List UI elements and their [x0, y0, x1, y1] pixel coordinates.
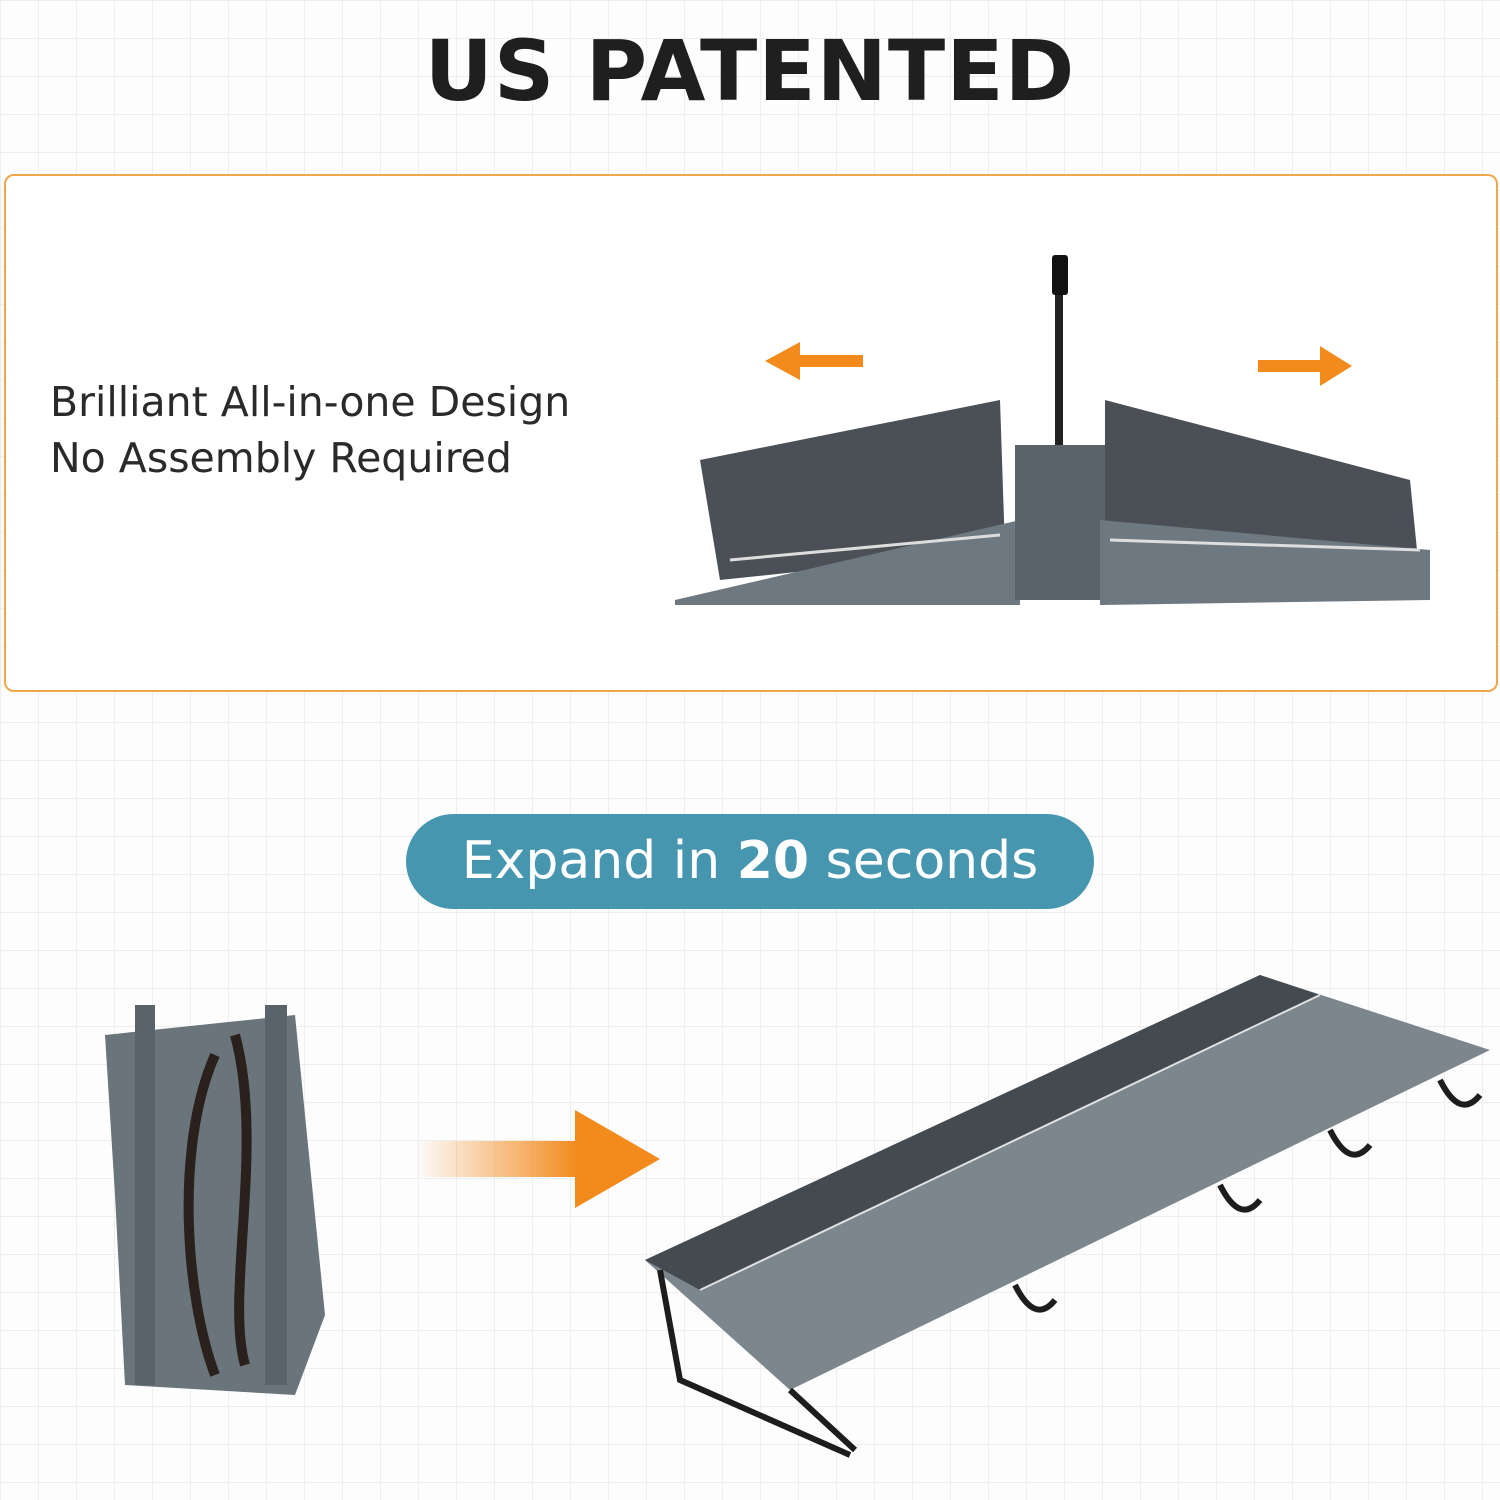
- folded-cot-image: [105, 1005, 325, 1395]
- expanded-cot-image: [645, 975, 1490, 1458]
- expand-arrow-icon: [415, 1110, 660, 1208]
- page-title: US PATENTED: [424, 22, 1076, 120]
- arrow-left-icon: [765, 342, 863, 380]
- badge-number: 20: [736, 831, 810, 891]
- badge-suffix: seconds: [809, 831, 1039, 891]
- arrow-right-icon: [1258, 346, 1352, 386]
- folded-cot-opening-image: [675, 255, 1430, 605]
- tagline-line-1: Brilliant All-in-one Design: [50, 378, 571, 426]
- expand-time-badge: Expand in 20 seconds: [406, 814, 1094, 909]
- badge-prefix: Expand in: [461, 831, 737, 891]
- tagline-line-2: No Assembly Required: [50, 434, 512, 482]
- feature-panel: Brilliant All-in-one Design No Assembly …: [4, 174, 1498, 692]
- feature-tagline: Brilliant All-in-one Design No Assembly …: [50, 374, 570, 486]
